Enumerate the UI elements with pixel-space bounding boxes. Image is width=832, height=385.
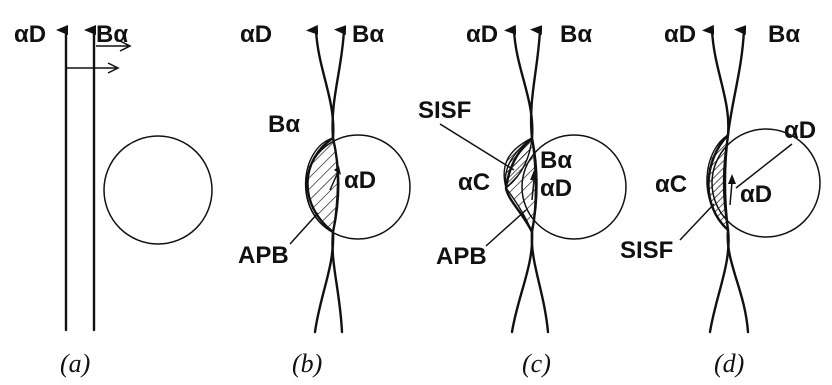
panel-d-label-b-alpha: Bα — [768, 21, 800, 48]
panel-d-caption: (d) — [714, 349, 744, 378]
panel-d-label-alpha-d: αD — [664, 21, 696, 48]
panel-b-label-b-alpha: Bα — [352, 21, 384, 48]
panel-d-inner-label-alpha-c: αC — [655, 171, 687, 198]
panel-b-inner-label-alpha-d: αD — [344, 167, 376, 194]
panel-d-sisf-leader — [679, 203, 715, 241]
panel-d-dislocation-b-alpha — [723, 25, 750, 334]
panel-c-inner-arrowhead — [530, 170, 538, 180]
panel-b-inner-label-b-alpha: Bα — [268, 111, 300, 138]
panel-a-precipitate-circle — [103, 135, 213, 245]
panel-a-caption: (a) — [60, 349, 90, 378]
panel-d-inner-arrowhead — [728, 174, 736, 184]
panel-c-inner-arrow — [531, 179, 535, 201]
panel-d-inner-label-alpha-d-upper: αD — [784, 117, 816, 144]
panel-c: αD Bα SISF αC Bα αD APB (c) — [418, 21, 627, 378]
panel-b-label-alpha-d: αD — [240, 21, 272, 48]
panel-a: αD Bα (a) — [14, 21, 213, 378]
panel-a-label-alpha-d: αD — [14, 21, 46, 48]
panel-b-inner-arrow — [329, 171, 339, 191]
panel-c-sisf-leader — [439, 123, 515, 171]
panel-b-caption: (b) — [292, 349, 322, 378]
panel-a-label-b-alpha: Bα — [96, 21, 128, 48]
panel-c-caption: (c) — [522, 349, 551, 378]
panel-a-burgers-arrows — [66, 40, 132, 74]
panel-c-inner-label-b-alpha: Bα — [540, 147, 572, 174]
panel-b-dislocation-b-alpha — [331, 25, 347, 334]
panel-c-dislocation-b-alpha — [529, 25, 550, 334]
panel-c-inner-label-alpha-c: αC — [458, 169, 490, 196]
panel-d-callout-sisf: SISF — [620, 237, 673, 264]
panel-c-callout-sisf: SISF — [418, 97, 471, 124]
panel-d-inner-label-alpha-d-lower: αD — [740, 181, 772, 208]
panel-c-label-alpha-d: αD — [466, 21, 498, 48]
panel-d: αD Bα αD αC αD SISF (d) — [620, 21, 821, 378]
panel-b-inner-arrowhead — [334, 166, 341, 175]
panel-b-callout-apb: APB — [238, 242, 289, 269]
panel-b-apb-leader — [289, 212, 319, 245]
panel-c-dislocation-alpha-d — [504, 24, 534, 334]
panel-d-inner-arrow — [729, 181, 733, 206]
panel-c-callout-apb: APB — [436, 243, 487, 270]
panel-c-inner-label-alpha-d: αD — [540, 175, 572, 202]
panel-c-label-b-alpha: Bα — [560, 21, 592, 48]
panel-b: αD Bα Bα αD APB (b) — [238, 21, 411, 378]
panel-d-alpha-d-leader — [735, 143, 793, 189]
panel-d-dislocation-alpha-d — [702, 24, 730, 334]
panel-c-apb-leader — [485, 209, 527, 247]
panel-b-dislocation-alpha-d — [306, 24, 335, 334]
